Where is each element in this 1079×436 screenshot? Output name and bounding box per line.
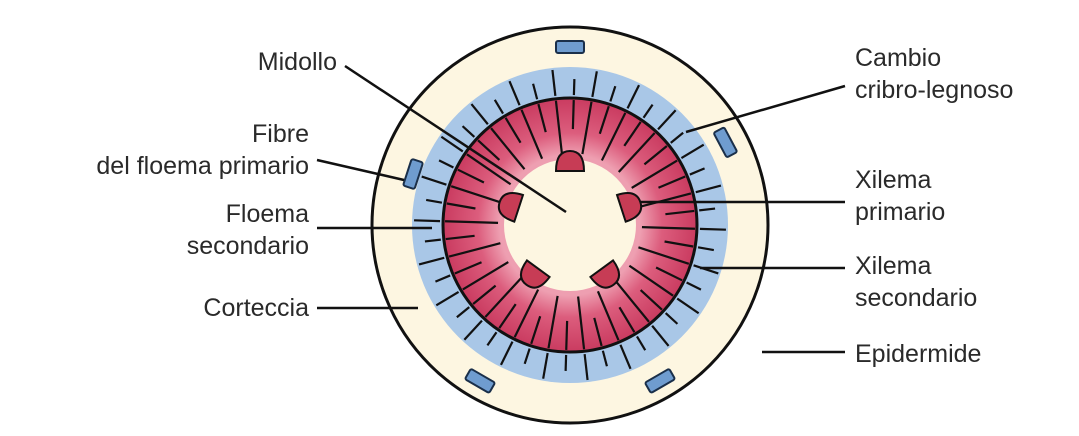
label-fibre-floema-primario: Fibre del floema primario xyxy=(96,118,309,182)
label-epidermide: Epidermide xyxy=(855,338,981,370)
label-xilema-primario: Xilema primario xyxy=(855,164,945,228)
xylem-ray xyxy=(566,321,567,350)
primary-xylem-bundle xyxy=(556,151,584,171)
primary-xylem-shape xyxy=(556,151,584,171)
label-corteccia: Corteccia xyxy=(203,292,309,324)
phloem-ray xyxy=(414,220,440,221)
phloem-fiber xyxy=(556,41,584,53)
label-cambio-cribro-legnoso: Cambio cribro-legnoso xyxy=(855,42,1013,106)
label-xilema-secondario: Xilema secondario xyxy=(855,250,977,314)
label-floema-secondario: Floema secondario xyxy=(187,198,309,262)
xylem-ray xyxy=(573,100,574,129)
label-midollo: Midollo xyxy=(258,46,337,78)
phloem-ray xyxy=(700,229,726,230)
phloem-fiber-rect xyxy=(556,41,584,53)
